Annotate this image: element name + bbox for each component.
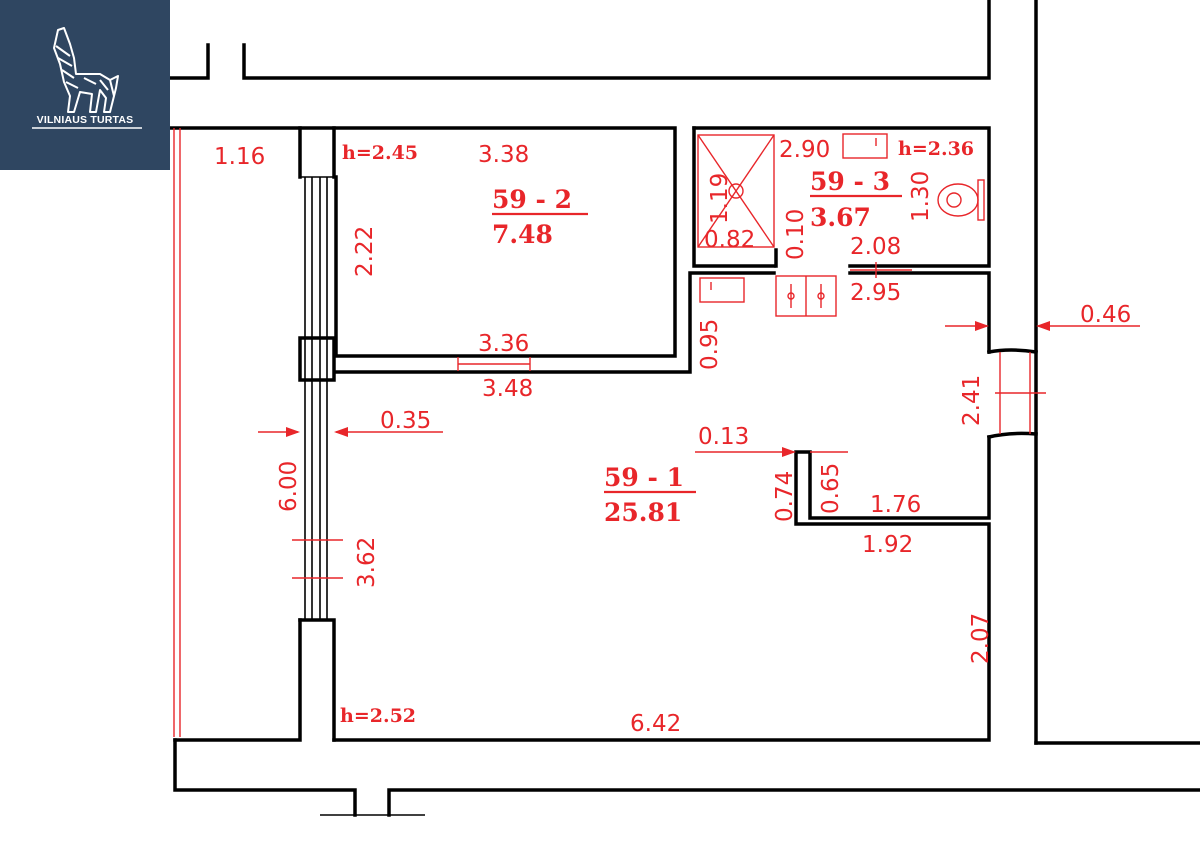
room-2-wall [332,126,677,358]
walls [148,0,1200,817]
left-wall-bottom [298,618,336,742]
dim-left-lower: 3.62 [354,537,380,588]
left-wall-top [298,126,336,179]
dim-entry-door: 2.41 [959,375,985,426]
room-3-id: 59 - 3 [810,167,890,196]
dim-step-w: 0.13 [698,424,749,450]
shower-tray [697,134,775,248]
dim-right-lower: 2.07 [968,613,994,664]
dim-r3-top: 2.90 [779,137,830,163]
dim-046-arrow-right [1036,321,1050,331]
dim-013-arrow [782,447,796,457]
dim-right-wall: 0.46 [1080,302,1131,328]
dim-r2-left: 2.22 [352,226,378,277]
dim-r2-bottom-door: 3.36 [478,331,529,357]
room-1-id: 59 - 1 [604,463,684,492]
entry-door-leaf-top [986,348,1038,355]
dim-r3-bottom: 2.08 [850,234,901,260]
dim-hall-left: 0.95 [697,319,723,370]
dim-window-span: 6.00 [276,461,302,512]
dim-r3-shower-h: 1.19 [707,173,733,224]
brand-name: VILNIAUS TURTAS [36,114,134,126]
left-pillar [298,336,336,382]
room-1-wall-top [334,271,776,374]
dim-035-arrow-right [334,427,348,437]
hall-sink-icon [699,277,745,303]
toilet-tank [977,179,985,221]
outer-bottom-wall [173,738,357,817]
dim-r2-top: 3.38 [478,142,529,168]
balcony-wall-bottom [173,618,302,742]
room-3-height: h=2.36 [898,138,974,160]
dimension-labels: 1.16 3.38 3.36 3.48 0.35 2.90 0.82 2.08 … [214,137,1131,737]
room-3-area: 3.67 [810,203,871,232]
room-1-area: 25.81 [604,498,682,527]
dim-balcony-width: 1.16 [214,144,265,170]
room-3-wall [692,126,991,268]
dim-r3-right: 1.30 [908,171,934,222]
dim-step-top: 1.76 [870,492,921,518]
dim-window-depth: 0.35 [380,408,431,434]
room-1-wall-top-right [848,271,991,354]
dim-hall-top: 2.95 [850,280,901,306]
wolf-icon [32,27,142,129]
entry-door-leaf-bottom [986,431,1038,440]
room-2-id: 59 - 2 [492,185,572,214]
top-corridor-wall-right [242,0,991,80]
dim-r2-bottom-outer: 3.48 [482,376,533,402]
dim-r3-shower-w: 0.82 [704,227,755,253]
dim-bottom: 6.42 [630,711,681,737]
outer-bottom-wall-right [387,788,1200,817]
room-2-height: h=2.45 [342,142,418,164]
bathroom-sink-icon [842,133,888,159]
toilet-icon [937,183,979,217]
shower-drain-icon [728,183,744,199]
shower-diagonal [697,134,775,248]
room-1-height: h=2.52 [340,705,416,727]
room-3-wall-left [692,126,776,268]
dim-046-arrow-left [975,321,989,331]
dim-r3-wall: 0.10 [783,209,809,260]
dim-step-h1: 0.74 [772,471,798,522]
dim-step-bottom: 1.92 [862,532,913,558]
room-2-area: 7.48 [492,220,553,249]
dimension-lines [173,128,1140,737]
dim-step-h2: 0.65 [818,463,844,514]
room-labels: 59 - 2 7.48 h=2.45 59 - 3 3.67 h=2.36 59… [340,138,974,727]
toilet-seat [946,192,962,208]
dim-035-arrow-left [286,427,300,437]
brand-logo: VILNIAUS TURTAS [0,0,170,170]
